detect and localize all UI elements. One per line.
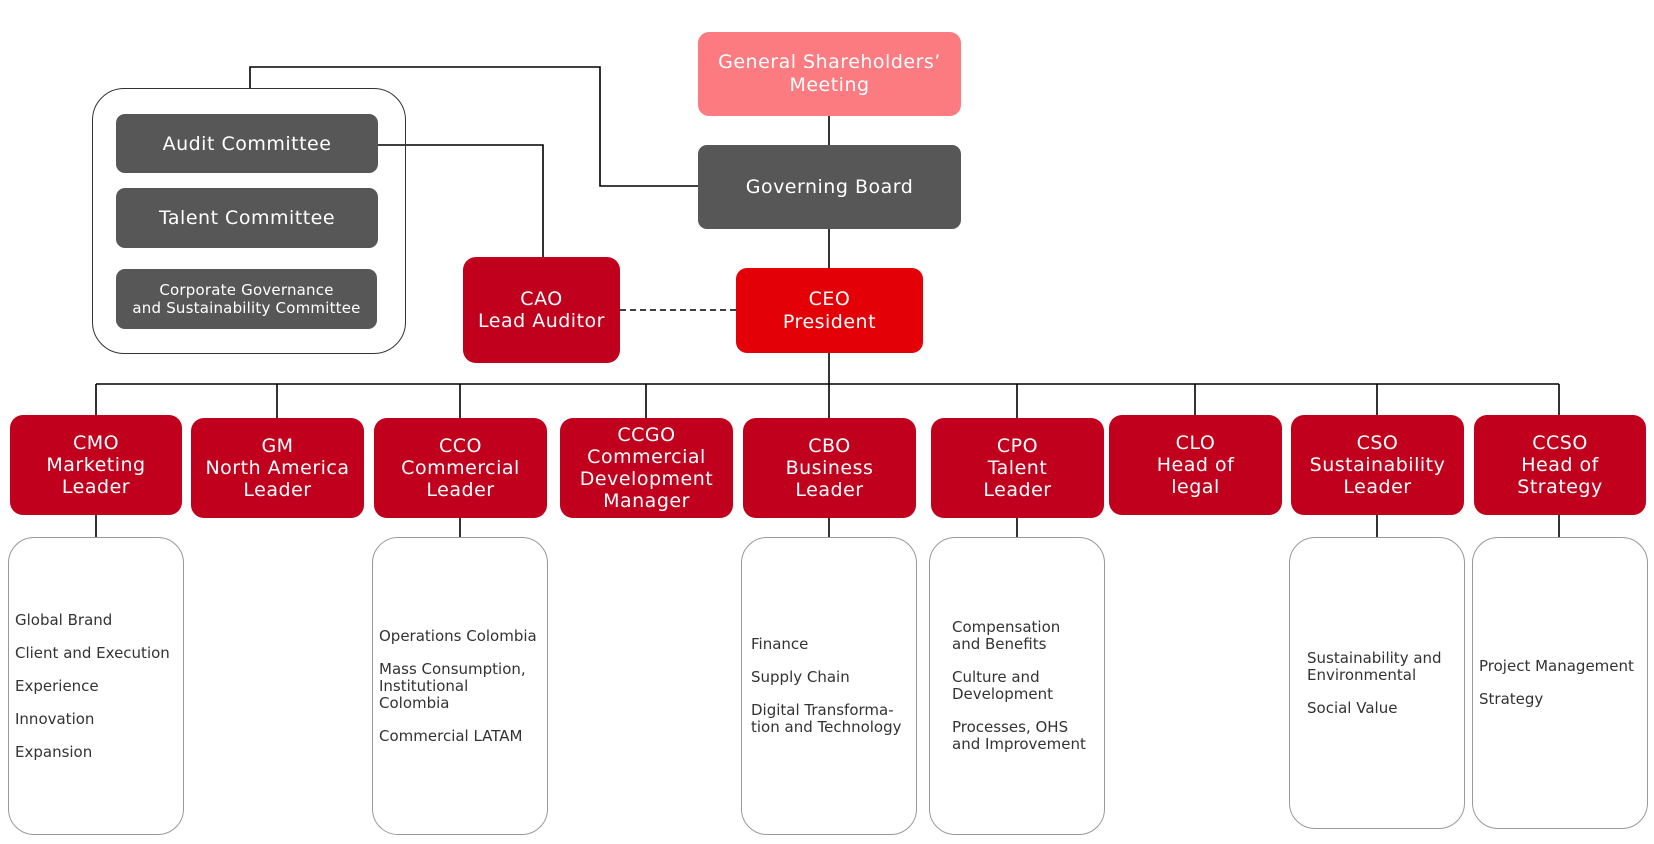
dept-ccgo-line2: Commercial (587, 446, 706, 468)
dept-cso[interactable]: CSO Sustainability Leader (1291, 415, 1464, 515)
dept-clo-line1: CLO (1175, 432, 1216, 454)
dept-cso-line3: Leader (1343, 476, 1412, 498)
list-item: Project Management (1479, 657, 1634, 675)
list-item: Sustainability and Environmental (1307, 648, 1442, 684)
list-cpo: Compensation and Benefits Culture and De… (929, 537, 1105, 835)
connector-committees-board (249, 66, 698, 187)
dept-ccgo-line3: Development (579, 468, 714, 490)
dept-gm-line1: GM (261, 435, 294, 457)
dept-gm-line2: North America (205, 457, 350, 479)
talent-committee[interactable]: Talent Committee (116, 188, 378, 248)
dept-cco-line2: Commercial (401, 457, 520, 479)
ceo-box[interactable]: CEO President (736, 268, 923, 353)
list-item: Innovation (15, 709, 95, 728)
dept-cmo-line1: CMO (72, 432, 120, 454)
dept-cco-line3: Leader (426, 479, 495, 501)
list-item: Digital Transforma-tion and Technology (751, 701, 902, 736)
dept-clo-line3: legal (1171, 476, 1220, 498)
list-cco: Operations Colombia Mass Consumption, In… (372, 537, 548, 835)
shareholders-label-line2: Meeting (789, 74, 870, 96)
list-item: Social Value (1307, 698, 1398, 717)
dept-ccgo[interactable]: CCGO Commercial Development Manager (560, 418, 733, 518)
list-ccso: Project Management Strategy (1472, 537, 1648, 829)
list-cso: Sustainability and Environmental Social … (1289, 537, 1465, 829)
dept-cso-line2: Sustainability (1309, 454, 1446, 476)
connector-audit-cao (377, 144, 544, 258)
audit-committee-label: Audit Committee (162, 132, 332, 155)
dept-clo-line2: Head of (1156, 454, 1235, 476)
list-item: Mass Consumption, Institutional Colombia (379, 659, 526, 712)
list-item: Experience (15, 676, 99, 695)
list-cbo: Finance Supply Chain Digital Transforma-… (741, 537, 917, 835)
ceo-label-line2: President (782, 310, 877, 333)
ceo-label-line1: CEO (808, 287, 851, 310)
cao-label-line2: Lead Auditor (478, 310, 605, 332)
dept-ccso-line3: Strategy (1517, 476, 1603, 498)
cao-label-line1: CAO (520, 288, 563, 310)
dept-gm-line3: Leader (243, 479, 312, 501)
committees-panel (92, 88, 406, 354)
list-item: Culture and Development (952, 668, 1053, 703)
shareholders-meeting[interactable]: General Shareholders’ Meeting (698, 32, 961, 116)
list-item: Global Brand (15, 610, 113, 629)
list-item: Finance (751, 635, 809, 653)
list-item: Strategy (1479, 690, 1544, 708)
list-item: Client and Execution (15, 643, 170, 662)
dept-cpo-line1: CPO (996, 435, 1039, 457)
governance-committee[interactable]: Corporate Governance and Sustainability … (116, 269, 377, 329)
dept-ccso-line2: Head of (1521, 454, 1599, 476)
audit-committee[interactable]: Audit Committee (116, 114, 378, 173)
list-item: Compensation and Benefits (952, 618, 1061, 653)
dept-ccso[interactable]: CCSO Head of Strategy (1474, 415, 1646, 515)
list-cmo: Global Brand Client and Execution Experi… (8, 537, 184, 835)
dept-cco-line1: CCO (439, 435, 482, 457)
list-item: Supply Chain (751, 668, 850, 686)
dept-gm[interactable]: GM North America Leader (191, 418, 364, 518)
dept-cbo-line1: CBO (808, 435, 851, 457)
governing-board[interactable]: Governing Board (698, 145, 961, 229)
list-item: Expansion (15, 742, 93, 761)
dept-cbo-line2: Business (785, 457, 874, 479)
dept-ccso-line1: CCSO (1532, 432, 1588, 454)
list-item: Operations Colombia (379, 626, 537, 645)
dept-ccgo-line4: Manager (603, 490, 690, 512)
talent-committee-label: Talent Committee (158, 207, 336, 229)
dept-cpo[interactable]: CPO Talent Leader (931, 418, 1104, 518)
dept-ccgo-line1: CCGO (617, 424, 676, 446)
dept-cmo[interactable]: CMO Marketing Leader (10, 415, 182, 515)
governing-board-label: Governing Board (745, 176, 914, 198)
dept-cmo-line2: Marketing (46, 454, 146, 476)
dept-cco[interactable]: CCO Commercial Leader (374, 418, 547, 518)
dept-clo[interactable]: CLO Head of legal (1109, 415, 1282, 515)
governance-committee-label-line1: Corporate Governance (159, 281, 334, 299)
governance-committee-label-line2: and Sustainability Committee (132, 299, 361, 317)
shareholders-label-line1: General Shareholders’ (718, 51, 941, 73)
list-item: Processes, OHS and Improvement (952, 718, 1086, 753)
list-item: Commercial LATAM (379, 726, 523, 745)
dept-cpo-line3: Leader (983, 479, 1052, 501)
dept-cso-line1: CSO (1356, 432, 1399, 454)
dept-cbo[interactable]: CBO Business Leader (743, 418, 916, 518)
cao-box[interactable]: CAO Lead Auditor (463, 257, 620, 363)
dept-cbo-line3: Leader (795, 479, 864, 501)
dept-cmo-line3: Leader (61, 476, 131, 498)
dept-cpo-line2: Talent (987, 457, 1048, 479)
